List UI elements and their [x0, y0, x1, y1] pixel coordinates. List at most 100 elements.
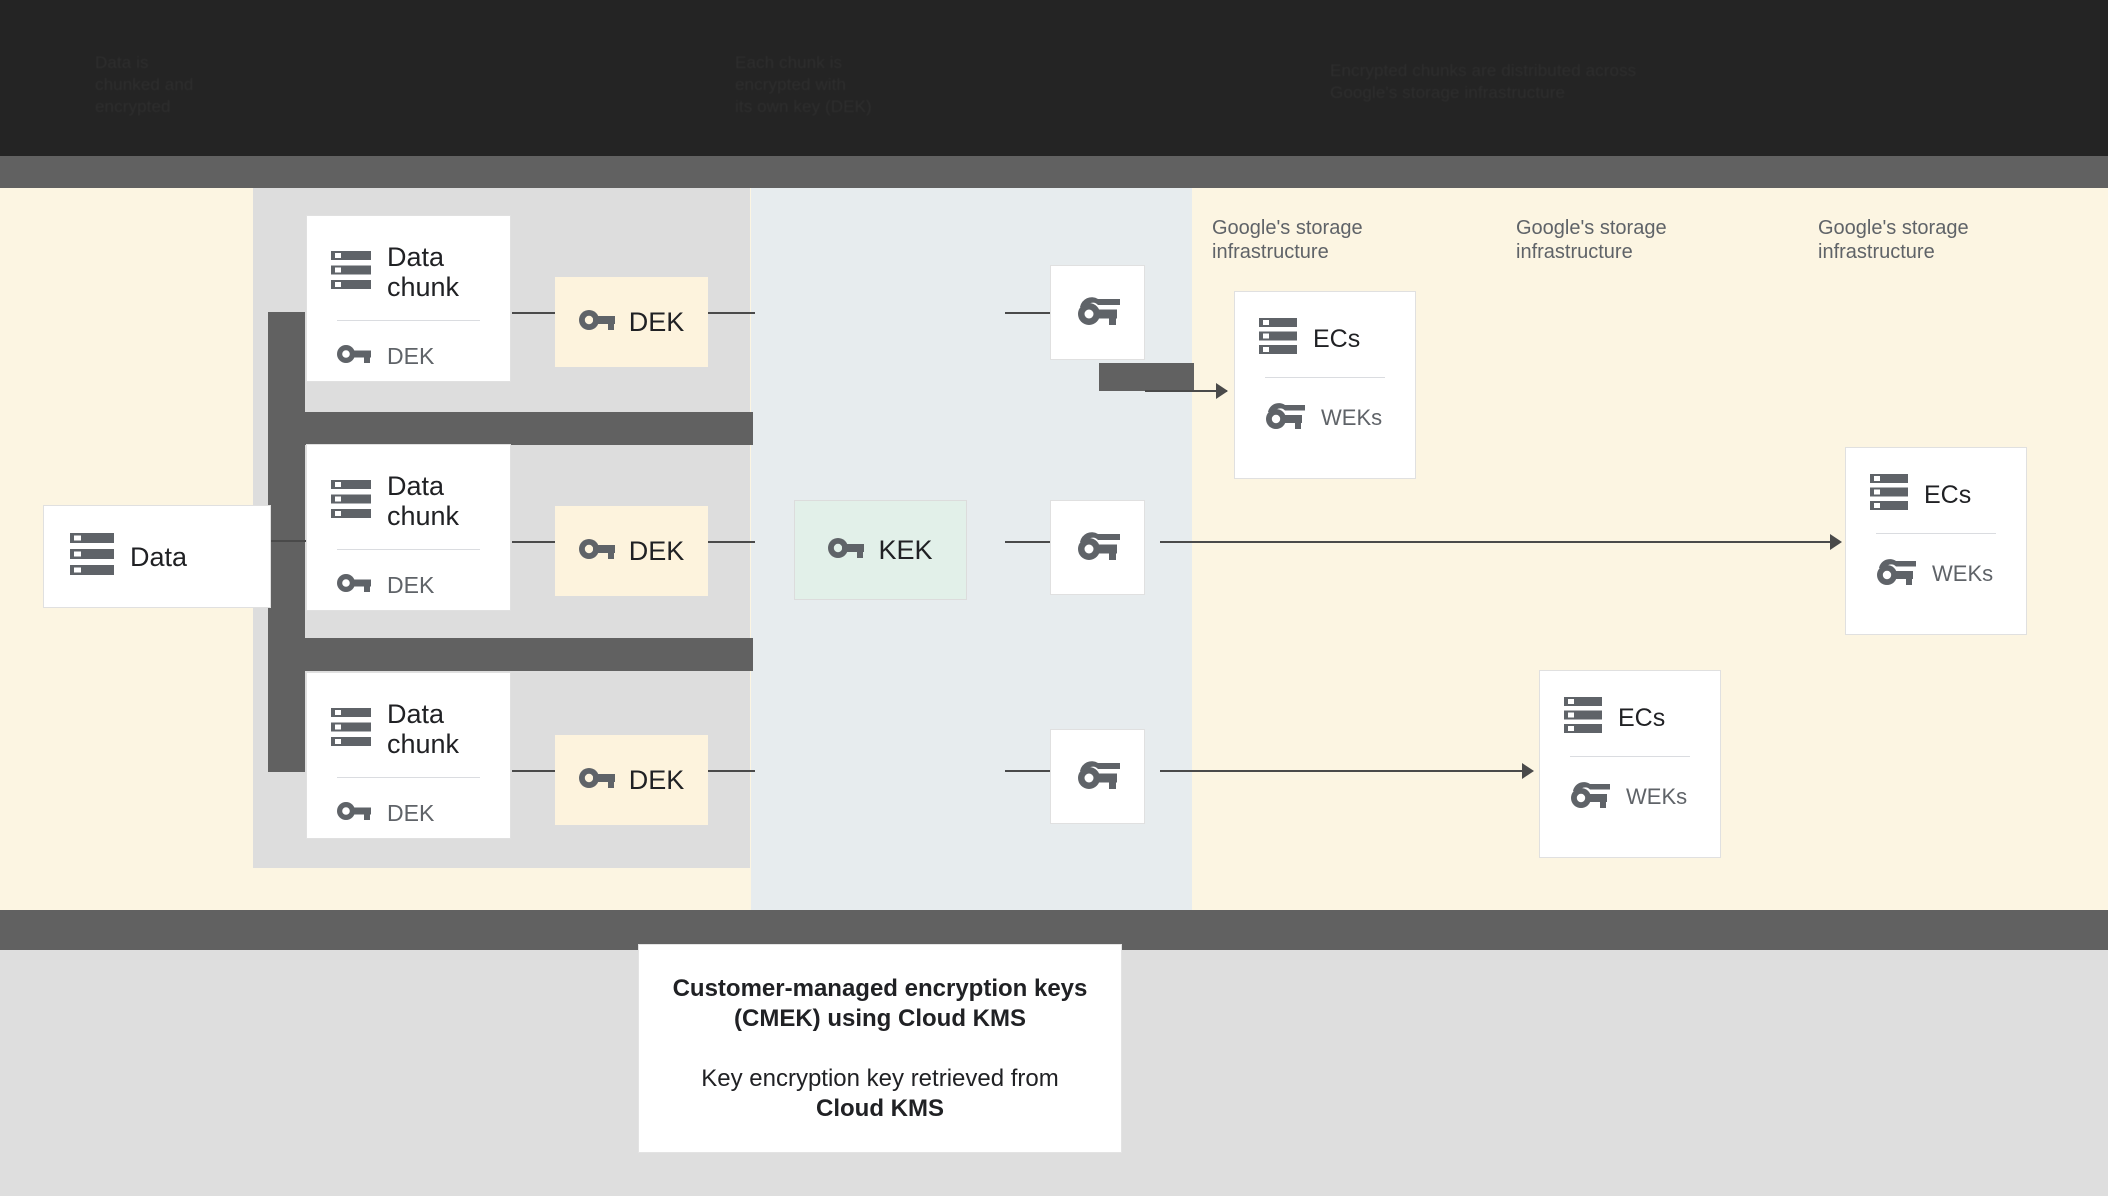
- infra-label-1: Google's storage infrastructure: [1212, 217, 1363, 263]
- key-icon: [578, 766, 615, 795]
- fork-vertical-connector: [268, 312, 305, 772]
- infra-label-3: Google's storage infrastructure: [1818, 217, 1969, 263]
- ecs-card-key-label: WEKs: [1626, 783, 1688, 809]
- connector-chunk3-to-dek3: [512, 770, 560, 772]
- chunk-card-title: Data chunk: [387, 471, 460, 531]
- connector-chunk2-to-dek2: [512, 541, 560, 543]
- storage-icon: [1870, 474, 1908, 515]
- double-key-icon: [1076, 757, 1120, 796]
- data-chunk-card-1[interactable]: Data chunk DEK: [306, 215, 511, 382]
- double-key-icon: [1076, 528, 1120, 567]
- key-icon: [578, 537, 615, 566]
- chunk-card-key-label: DEK: [387, 800, 435, 826]
- card-divider: [337, 777, 480, 778]
- key-icon: [578, 308, 615, 337]
- ecs-card-2[interactable]: ECs WEKs: [1539, 670, 1721, 858]
- kek-box[interactable]: KEK: [794, 500, 967, 600]
- connector-arrow-line-ecs1: [1145, 390, 1227, 392]
- connector-arrow-line-ecs2: [1160, 770, 1532, 772]
- caption-line-3: Key encryption key retrieved from: [701, 1064, 1059, 1092]
- storage-icon: [70, 533, 114, 580]
- ecs-card-title: ECs: [1618, 703, 1666, 732]
- ecs-card-title: ECs: [1924, 480, 1972, 509]
- wek-card-3[interactable]: [1050, 729, 1145, 824]
- data-card[interactable]: Data: [43, 505, 271, 608]
- arrow-head-ecs3: [1830, 534, 1842, 550]
- storage-icon: [331, 707, 371, 751]
- infra-label-2: Google's storage infrastructure: [1516, 217, 1667, 263]
- key-icon: [337, 800, 371, 827]
- chunk-card-header: Data chunk: [307, 216, 510, 310]
- data-chunk-card-2[interactable]: Data chunk DEK: [306, 444, 511, 611]
- chunk-card-footer: DEK: [307, 550, 510, 599]
- ecs-card-footer: WEKs: [1235, 378, 1415, 435]
- chunk-card-title: Data chunk: [387, 699, 460, 759]
- dek-box-label: DEK: [628, 306, 685, 337]
- key-icon: [828, 536, 865, 565]
- dek-box-label: DEK: [628, 535, 685, 566]
- storage-icon: [1259, 318, 1297, 359]
- wek-card-1[interactable]: [1050, 265, 1145, 360]
- dek-box-3[interactable]: DEK: [555, 735, 708, 825]
- chunk-card-key-label: DEK: [387, 343, 435, 369]
- double-key-icon: [1076, 293, 1120, 332]
- caption-line-1: Customer-managed encryption keys: [672, 974, 1088, 1002]
- connector-dek1-out: [707, 312, 755, 314]
- card-divider: [1570, 756, 1690, 757]
- arrow-head-ecs1: [1216, 383, 1228, 399]
- card-divider: [1876, 533, 1996, 534]
- fork-horizontal-connector-2: [268, 638, 753, 671]
- ecs-card-header: ECs: [1540, 671, 1720, 746]
- connector-dek3-out: [707, 770, 755, 772]
- storage-icon: [331, 479, 371, 523]
- chunk-card-header: Data chunk: [307, 673, 510, 767]
- connector-arrow-line-ecs3: [1160, 541, 1840, 543]
- header-text-column-1: Data is chunked and encrypted: [95, 53, 194, 116]
- data-chunk-card-3[interactable]: Data chunk DEK: [306, 672, 511, 839]
- header-text-column-2: Each chunk is encrypted with its own key…: [735, 53, 872, 116]
- header-divider-bar: [0, 156, 2108, 188]
- ecs-card-footer: WEKs: [1540, 757, 1720, 814]
- dek-box-1[interactable]: DEK: [555, 277, 708, 367]
- caption-line-4: Cloud KMS: [816, 1094, 944, 1122]
- wek-card-2[interactable]: [1050, 500, 1145, 595]
- connector-chunk1-to-dek1: [512, 312, 560, 314]
- dek-box-label: DEK: [628, 764, 685, 795]
- card-divider: [337, 320, 480, 321]
- storage-icon: [331, 250, 371, 294]
- chunk-card-header: Data chunk: [307, 445, 510, 539]
- thick-connector-to-ecs1: [1099, 363, 1194, 391]
- data-card-title: Data: [130, 541, 188, 572]
- connector-dek2-out: [707, 541, 755, 543]
- ecs-card-1[interactable]: ECs WEKs: [1234, 291, 1416, 479]
- key-icon: [337, 572, 371, 599]
- card-divider: [337, 549, 480, 550]
- header-text-column-3: Encrypted chunks are distributed across …: [1330, 61, 1637, 102]
- double-key-icon: [1570, 779, 1610, 814]
- chunk-card-key-label: DEK: [387, 572, 435, 598]
- ecs-card-title: ECs: [1313, 324, 1361, 353]
- card-divider: [1265, 377, 1385, 378]
- fork-horizontal-connector-1: [268, 412, 753, 445]
- ecs-card-header: ECs: [1846, 448, 2026, 523]
- storage-icon: [1564, 697, 1602, 738]
- key-icon: [337, 343, 371, 370]
- kek-box-label: KEK: [878, 534, 933, 565]
- connector-kek-to-wek2: [1005, 541, 1055, 543]
- obscured-header-banner: Data is chunked and encrypted Each chunk…: [0, 0, 2108, 156]
- chunk-card-footer: DEK: [307, 321, 510, 370]
- ecs-card-footer: WEKs: [1846, 534, 2026, 591]
- dek-box-2[interactable]: DEK: [555, 506, 708, 596]
- arrow-head-ecs2: [1522, 763, 1534, 779]
- ecs-card-header: ECs: [1235, 292, 1415, 367]
- connector-to-wek1: [1005, 312, 1055, 314]
- chunk-card-title: Data chunk: [387, 242, 460, 302]
- caption-box: Customer-managed encryption keys (CMEK) …: [638, 944, 1122, 1153]
- caption-line-2: (CMEK) using Cloud KMS: [734, 1004, 1026, 1032]
- double-key-icon: [1265, 400, 1305, 435]
- connector-to-wek3: [1005, 770, 1055, 772]
- ecs-card-key-label: WEKs: [1932, 560, 1994, 586]
- ecs-card-3[interactable]: ECs WEKs: [1845, 447, 2027, 635]
- double-key-icon: [1876, 556, 1916, 591]
